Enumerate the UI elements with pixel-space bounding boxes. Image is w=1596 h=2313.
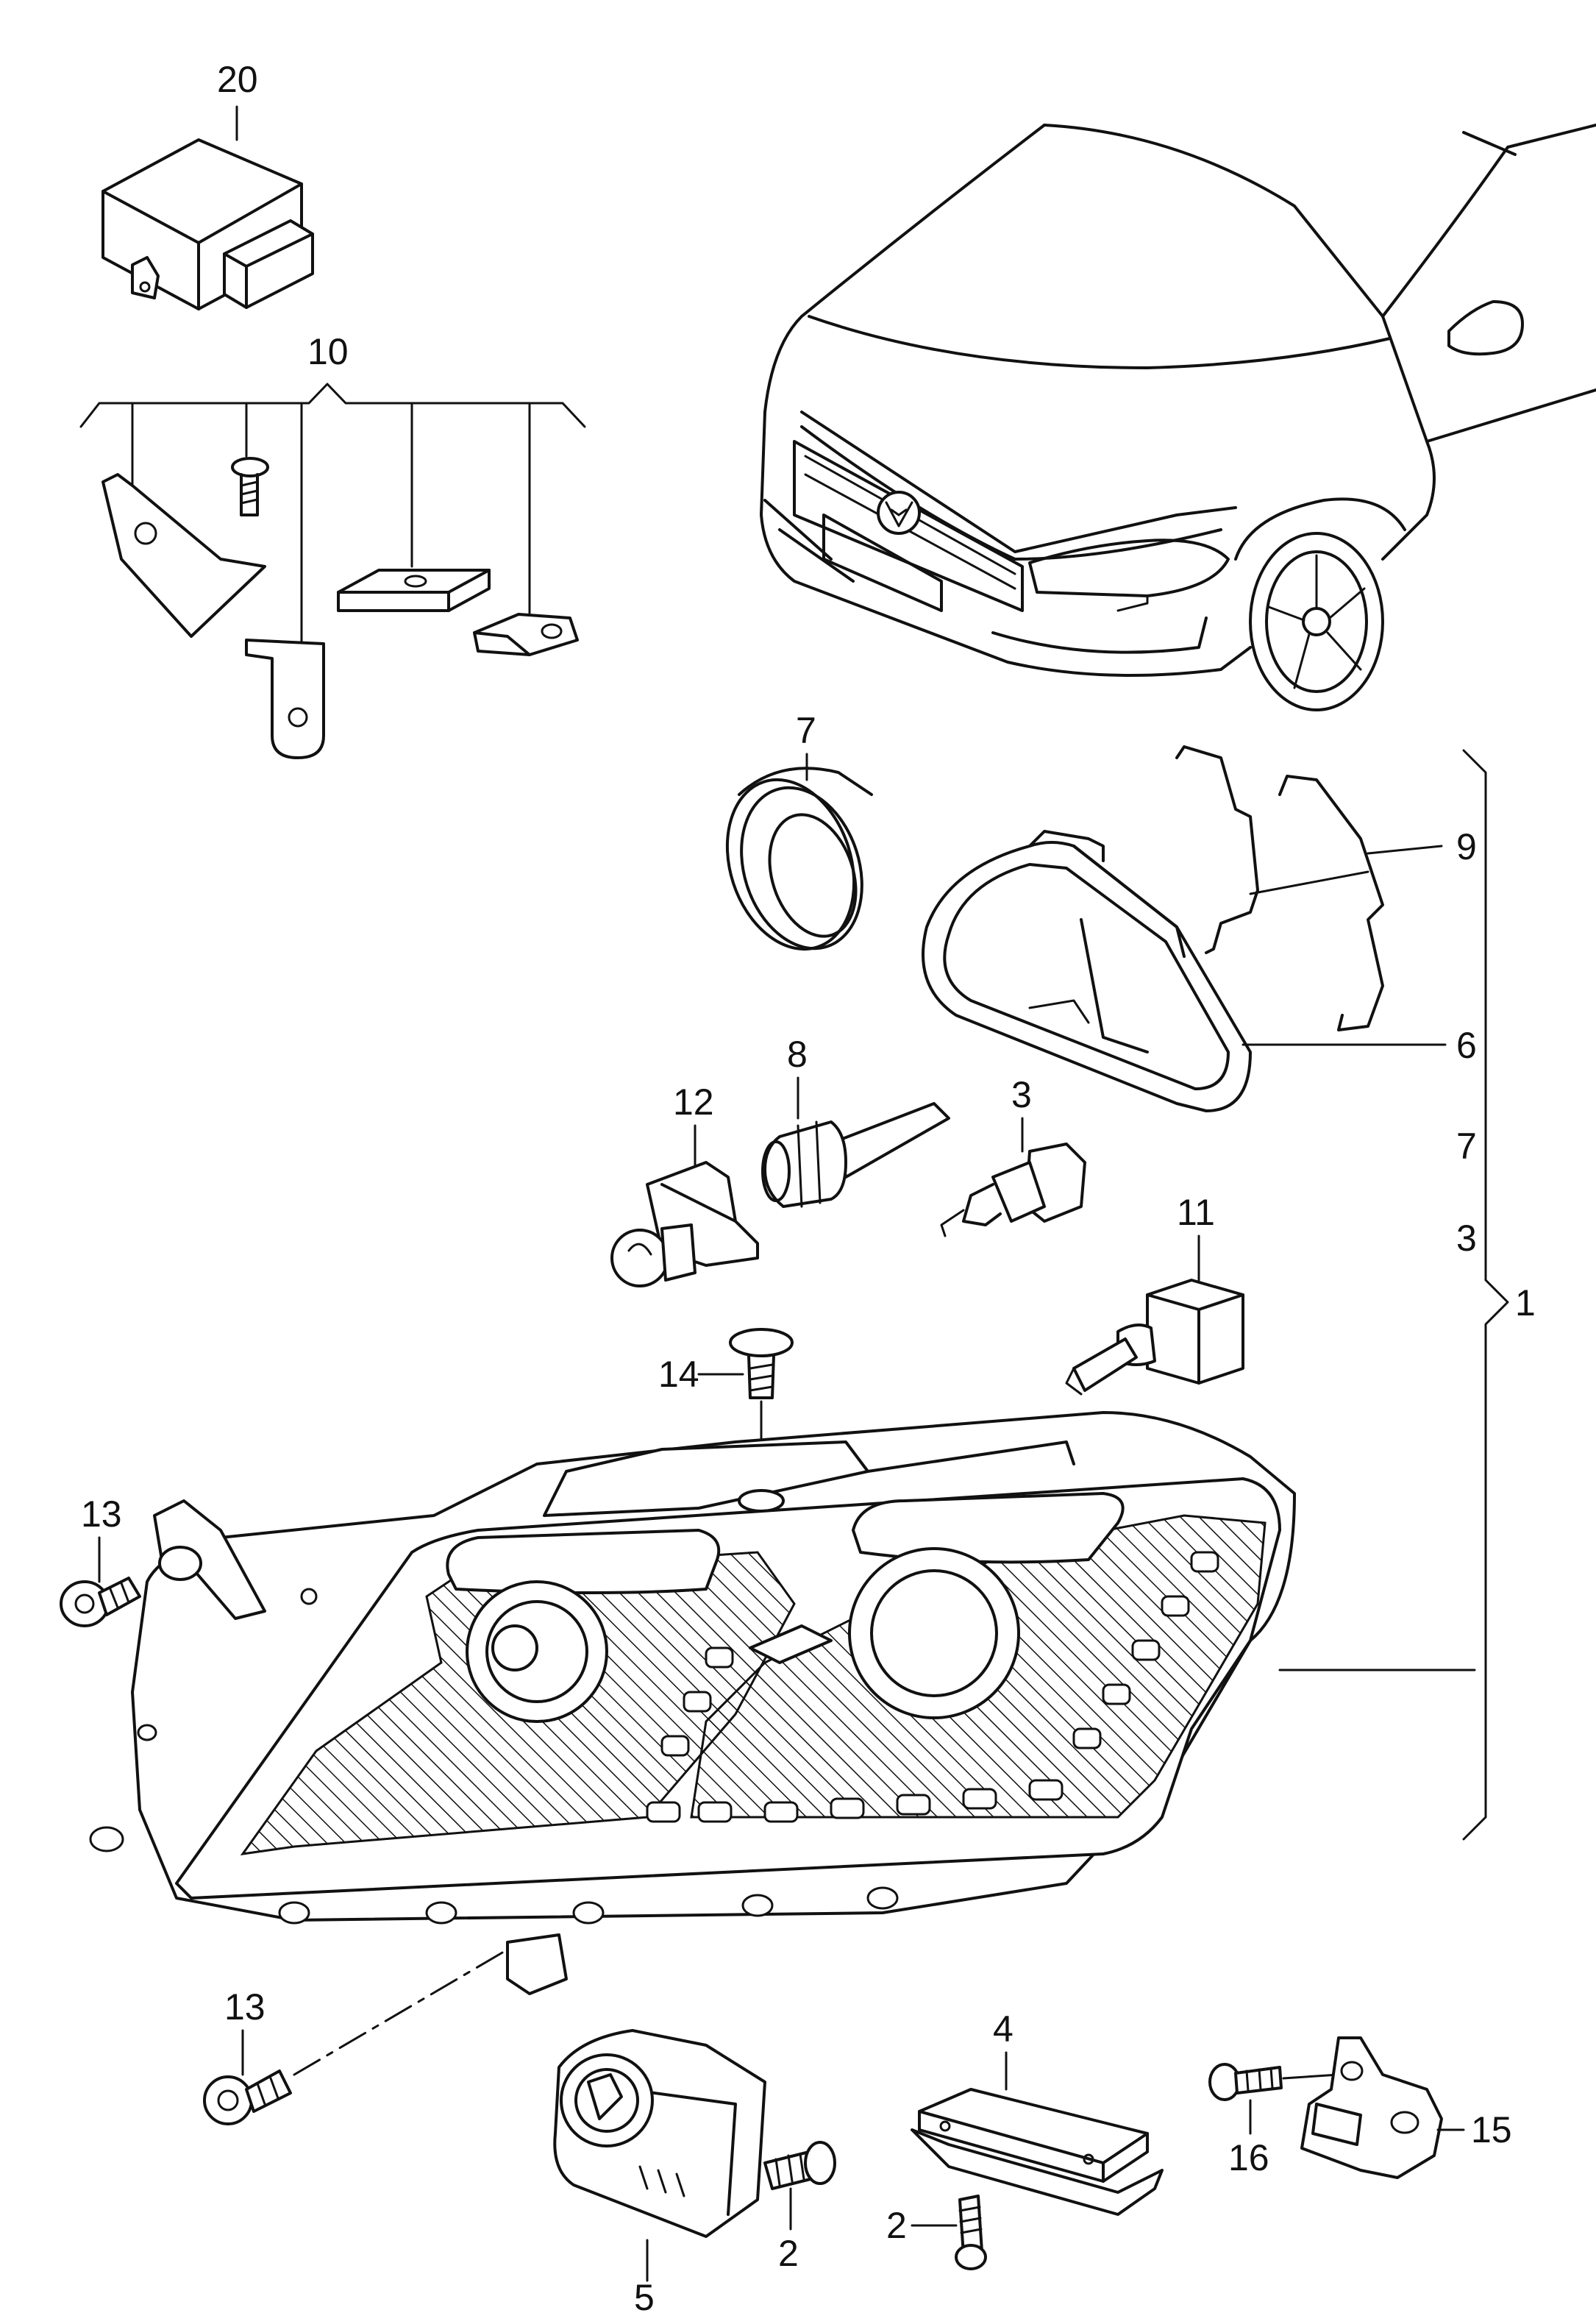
callout-1: 1	[1515, 1282, 1536, 1324]
part-15-bracket[interactable]	[1300, 2036, 1443, 2179]
part-10-bracket-b[interactable]	[245, 639, 325, 759]
part-8-bulb-socket[interactable]	[761, 1102, 950, 1208]
part-10-plate[interactable]	[337, 569, 491, 612]
callout-6: 6	[1456, 1025, 1477, 1066]
callout-14: 14	[658, 1354, 699, 1395]
callout-12: 12	[673, 1081, 714, 1123]
callout-3-top: 3	[1011, 1074, 1032, 1115]
part-13-screw-bottom[interactable]	[203, 2069, 292, 2125]
part-10-bracket-a[interactable]	[101, 473, 266, 638]
callout-2-b: 2	[886, 2205, 907, 2246]
callout-8: 8	[787, 1034, 808, 1075]
part-5-ballast[interactable]	[553, 2029, 766, 2238]
brace-1	[1462, 749, 1509, 1841]
adjuster-pins	[89, 1724, 899, 1925]
leader-16b	[1282, 2073, 1340, 2080]
callout-13-bottom: 13	[224, 1986, 266, 2028]
callout-5: 5	[634, 2277, 655, 2313]
dashdot-line	[293, 1948, 509, 2076]
callout-7-top: 7	[796, 710, 816, 751]
part-10-clip[interactable]	[473, 613, 579, 656]
callout-20: 20	[217, 59, 258, 100]
part-2-screw-a[interactable]	[763, 2141, 836, 2190]
callout-3-right: 3	[1456, 1218, 1477, 1259]
callout-16: 16	[1228, 2137, 1269, 2178]
part-7-sealing-cap[interactable]	[707, 763, 882, 965]
callout-11: 11	[1177, 1192, 1215, 1233]
leader-9	[1249, 845, 1443, 895]
car-front-illustration	[760, 124, 1596, 711]
part-11-xenon-bulb[interactable]	[1065, 1279, 1244, 1396]
part-14-screw[interactable]	[729, 1328, 794, 1451]
part-16-screw[interactable]	[1208, 2063, 1283, 2101]
callout-2-a: 2	[778, 2233, 799, 2274]
part-9-retaining-clip-b[interactable]	[1278, 775, 1384, 1031]
callout-9: 9	[1456, 826, 1477, 867]
part-3-bulb[interactable]	[940, 1143, 1086, 1237]
callout-4: 4	[993, 2008, 1013, 2050]
callout-7-right: 7	[1456, 1126, 1477, 1167]
part-4-control-module[interactable]	[911, 2088, 1164, 2216]
callout-10: 10	[307, 331, 349, 372]
part-2-screw-b[interactable]	[955, 2195, 987, 2270]
callout-15: 15	[1471, 2109, 1512, 2150]
led-strip	[646, 1551, 1219, 1823]
part-6-housing-frame[interactable]	[922, 830, 1252, 1112]
part-1-headlight-assembly[interactable]	[89, 1411, 1296, 1995]
part-9-retaining-clip-a[interactable]	[1175, 745, 1259, 954]
callout-13-top: 13	[81, 1493, 122, 1535]
part-10-screw[interactable]	[231, 457, 269, 516]
part-13-screw-top[interactable]	[60, 1577, 141, 1627]
part-20-control-unit[interactable]	[101, 138, 314, 310]
part-12-bulb-holder[interactable]	[610, 1161, 759, 1287]
bracket-10	[79, 383, 586, 428]
